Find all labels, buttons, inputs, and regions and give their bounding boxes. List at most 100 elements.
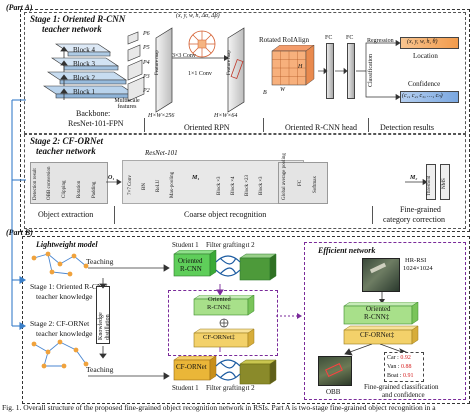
level-p5: P5 bbox=[143, 45, 150, 51]
teaching-arrows bbox=[88, 264, 170, 380]
score-label-1: Car : bbox=[387, 355, 401, 361]
section-divider-1 bbox=[144, 118, 145, 132]
score-label-3: Boat : bbox=[387, 373, 403, 379]
w-label: W bbox=[280, 87, 285, 93]
multiscale-label: Multiscale features bbox=[114, 98, 140, 110]
score-label-2: Van : bbox=[387, 364, 401, 370]
fine-label: Fine-grained bbox=[400, 205, 441, 214]
knowledge-graph-1 bbox=[31, 251, 89, 277]
block-2-label: Block 2 bbox=[73, 74, 95, 82]
m1-label: M₁ bbox=[192, 175, 200, 181]
location-label: Location bbox=[413, 52, 438, 60]
part-a-panel bbox=[20, 9, 470, 232]
extraction-group bbox=[30, 162, 108, 204]
upward-arrows bbox=[60, 46, 68, 100]
confidence-values: (c₁, c₂, c₃, …, cₙ) bbox=[402, 93, 443, 99]
fpn-levels bbox=[127, 31, 145, 102]
fine-classification-label: Fine-grained classification bbox=[364, 383, 439, 391]
efficient-models bbox=[343, 302, 419, 345]
stage1-knowledge: Stage 1: Oriented R-CNN bbox=[30, 282, 108, 291]
fine-classification-label-2: and confidence bbox=[382, 391, 425, 399]
part-b-label: (Part B) bbox=[6, 228, 33, 237]
conv1-label: 1×1 Conv bbox=[188, 71, 212, 77]
stage2-knowledge: Stage 2: CF-ORNet bbox=[30, 319, 90, 328]
resnet-group bbox=[122, 160, 304, 204]
m2-label: M₂ bbox=[410, 175, 418, 181]
stage2-panel bbox=[24, 134, 466, 229]
backbone-name: ResNet-101-FPN bbox=[68, 119, 124, 128]
bottom-model-label: CF-ORNet bbox=[176, 363, 207, 371]
h-label: H bbox=[298, 64, 303, 70]
block-stack bbox=[43, 43, 135, 99]
score-row-1: Car : 0.92 bbox=[387, 355, 411, 361]
teaching-label-1: Teaching bbox=[86, 257, 114, 266]
dims-64: H×W×64 bbox=[214, 113, 238, 119]
part-b-panel bbox=[22, 236, 470, 404]
teaching-label-2: Teaching bbox=[86, 365, 114, 374]
level-p2: P2 bbox=[143, 88, 150, 94]
backbone-blocks bbox=[43, 43, 135, 99]
object-extraction-label: Object extraction bbox=[38, 210, 94, 219]
conv3-label: 3×3 Conv bbox=[172, 53, 196, 59]
level-p6: P6 bbox=[143, 31, 150, 37]
part-a-label: (Part A) bbox=[6, 3, 33, 12]
efficient-label: Efficient network bbox=[318, 246, 376, 255]
fused-bottom: CF-ORNet‡ bbox=[203, 334, 235, 341]
fused-top-line1: Oriented bbox=[208, 296, 231, 303]
student1-label-b: Student 1 bbox=[172, 384, 199, 392]
feature-map-1 bbox=[155, 27, 173, 113]
resnet-label: ResNet-101 bbox=[145, 149, 178, 157]
level-p3: P3 bbox=[143, 74, 150, 80]
rpn-feature-maps bbox=[155, 27, 245, 113]
filter-grafting-bottom-visible: Filter grafting bbox=[205, 384, 247, 392]
stage2-subtitle: teacher network bbox=[36, 146, 96, 156]
b-label: B bbox=[263, 90, 267, 96]
stage2-knowledge-2: teacher knowledge bbox=[36, 329, 93, 338]
stage2-title: Stage 2: CF-ORNet bbox=[30, 136, 103, 146]
eff-bottom: CF-ORNet‡ bbox=[360, 331, 395, 339]
feature-map-2 bbox=[227, 27, 245, 113]
score-row-2: Van : 0.88 bbox=[387, 364, 412, 370]
score-value-1: 0.92 bbox=[400, 355, 411, 361]
student1-label-a: Student 1 bbox=[172, 241, 199, 249]
backbone-label: Backbone: bbox=[76, 109, 111, 118]
filter-grafting-top-visible: Filter grafting bbox=[205, 241, 247, 249]
bottom-model-pair bbox=[173, 356, 277, 385]
level-p4: P4 bbox=[143, 60, 150, 66]
fc2-label: FC bbox=[346, 35, 354, 41]
fc1-label: FC bbox=[325, 35, 333, 41]
hr-down-arrow bbox=[379, 292, 385, 304]
figure-caption: Fig. 1. Overall structure of the propose… bbox=[2, 403, 436, 412]
stage1-subtitle: teacher network bbox=[42, 24, 102, 34]
detection-label: Detection results bbox=[380, 123, 434, 132]
stage1-panel bbox=[24, 12, 466, 134]
anchor-wheel-icon bbox=[188, 30, 216, 58]
eff-top-line2: R-CNN‡ bbox=[364, 313, 390, 321]
score-value-3: 0.91 bbox=[403, 373, 414, 379]
efficient-panel bbox=[304, 242, 466, 400]
stage2-divider-2 bbox=[372, 206, 373, 224]
location-values: (x, y, w, h, θ) bbox=[407, 39, 438, 45]
obb-image bbox=[318, 356, 352, 386]
to-efficient-arrow bbox=[276, 313, 302, 319]
block-1-label: Block 1 bbox=[73, 88, 95, 96]
roialign-grid bbox=[271, 45, 315, 86]
o1-label: O₁ bbox=[108, 175, 115, 181]
threshold-bar bbox=[426, 164, 436, 200]
stage1-title: Stage 1: Oriented R-CNN bbox=[30, 14, 126, 24]
fused-top-line2: R-CNN‡ bbox=[207, 304, 231, 311]
top-model-line1: Oriented bbox=[178, 257, 203, 265]
fused-models bbox=[193, 295, 255, 348]
coarse-label: Coarse object recognition bbox=[184, 210, 267, 219]
nms-bar bbox=[440, 164, 450, 200]
stage2-divider-1 bbox=[114, 206, 115, 224]
hr-label: HR-RSI bbox=[405, 257, 427, 264]
score-row-3: Boat : 0.91 bbox=[387, 373, 414, 379]
head-arrows bbox=[318, 40, 401, 101]
hr-size: 1024×1024 bbox=[403, 265, 433, 272]
location-output bbox=[400, 37, 459, 49]
regression-label: Regression bbox=[367, 38, 394, 44]
rpn-label: Oriented RPN bbox=[184, 123, 230, 132]
confidence-output bbox=[400, 91, 459, 103]
